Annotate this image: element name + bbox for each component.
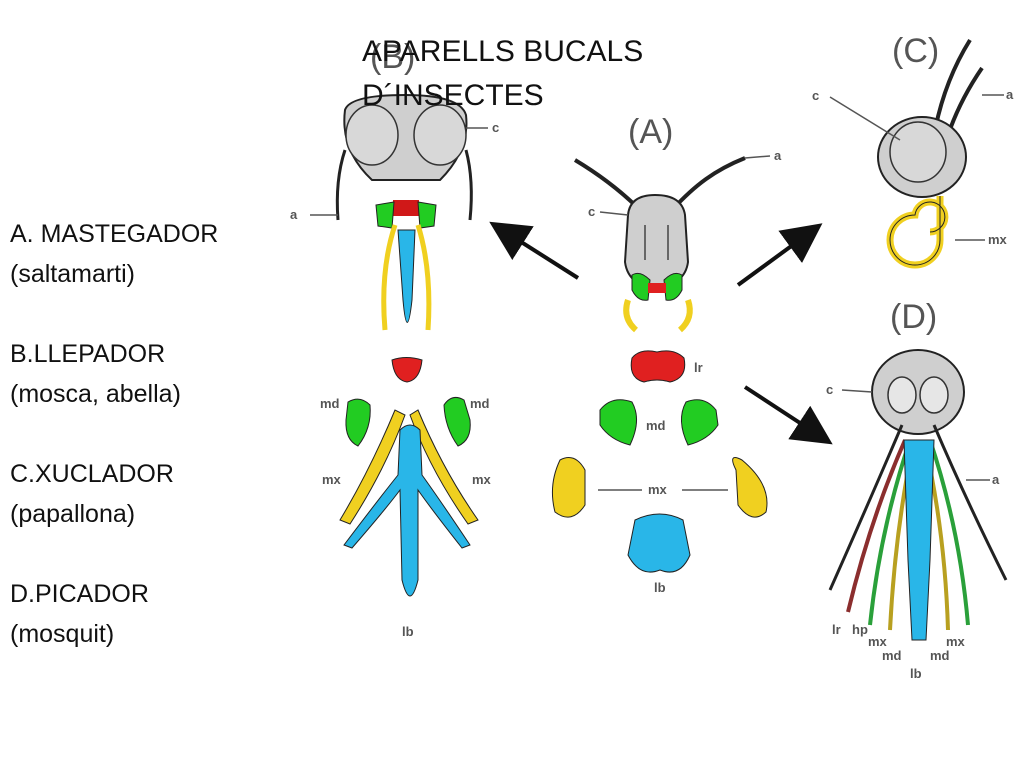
mandible-left: [599, 399, 637, 446]
panel-b: (B) c a md md mx mx lb: [290, 38, 499, 639]
legend-example: (papallona): [10, 500, 136, 528]
part-label-c: c: [492, 120, 499, 135]
maxilla-right: [732, 457, 768, 518]
legend-item-a: A. MASTEGADOR (saltamarti): [10, 214, 218, 294]
legend-type: A. MASTEGADOR: [10, 220, 219, 248]
maxilla-left: [551, 457, 586, 518]
part-label-lr: lr: [832, 622, 841, 637]
mandible-right: [443, 396, 471, 447]
part-label-lb: lb: [910, 666, 922, 681]
part-label-md: md: [930, 648, 950, 663]
part-label-mx: mx: [648, 482, 668, 497]
panel-a: (A) a c lr md mx lb: [551, 113, 782, 595]
labium-part: [627, 513, 691, 573]
part-label-lb: lb: [402, 624, 414, 639]
part-label-mx: mx: [322, 472, 342, 487]
legend-example: (mosquit): [10, 620, 115, 648]
part-label-md: md: [882, 648, 902, 663]
part-label-md: md: [320, 396, 340, 411]
part-label-a: a: [290, 207, 298, 222]
part-label-a: a: [1006, 87, 1014, 102]
mandible-left: [345, 398, 371, 447]
page-title: APARELLS BUCALS D´INSECTES: [362, 35, 644, 112]
part-label-hp: hp: [852, 622, 868, 637]
arrow-to-c: [736, 223, 823, 287]
labrum-part: [391, 357, 423, 383]
part-label-mx: mx: [472, 472, 492, 487]
panel-c-label: (C): [892, 32, 939, 70]
part-label-md: md: [470, 396, 490, 411]
arrow-to-d: [743, 385, 833, 445]
part-label-c: c: [812, 88, 819, 103]
legend-item-d: D.PICADOR (mosquit): [10, 574, 218, 654]
legend-item-b: B.LLEPADOR (mosca, abella): [10, 334, 218, 414]
legend-example: (mosca, abella): [10, 380, 181, 408]
panel-a-label: (A): [628, 113, 673, 151]
arrow-to-b: [489, 221, 580, 280]
panel-d-label: (D): [890, 298, 937, 336]
panel-d: (D) c a lr hp mx mx md md lb: [826, 298, 1008, 681]
part-label-a: a: [774, 148, 782, 163]
part-label-c: c: [588, 204, 595, 219]
labium-part: [343, 424, 471, 597]
maxilla-left: [339, 409, 406, 525]
legend-example: (saltamarti): [10, 260, 136, 288]
panel-c: (C) a c mx: [812, 32, 1014, 269]
panel-b-label: (B): [370, 38, 415, 76]
legend: A. MASTEGADOR (saltamarti) B.LLEPADOR (m…: [10, 214, 218, 694]
part-label-md: md: [646, 418, 666, 433]
head-shape: [871, 349, 965, 435]
legend-item-c: C.XUCLADOR (papallona): [10, 454, 218, 534]
maxilla-right: [409, 409, 479, 525]
part-label-a: a: [992, 472, 1000, 487]
part-label-lr: lr: [694, 360, 703, 375]
labrum-part: [630, 350, 686, 383]
legend-type: B.LLEPADOR: [10, 340, 166, 368]
proboscis: [903, 439, 935, 641]
part-label-lb: lb: [654, 580, 666, 595]
legend-type: C.XUCLADOR: [10, 460, 174, 488]
part-label-mx: mx: [988, 232, 1008, 247]
legend-type: D.PICADOR: [10, 580, 149, 608]
part-label-mx: mx: [946, 634, 966, 649]
part-label-mx: mx: [868, 634, 888, 649]
mandible-right: [681, 399, 719, 446]
part-label-c: c: [826, 382, 833, 397]
